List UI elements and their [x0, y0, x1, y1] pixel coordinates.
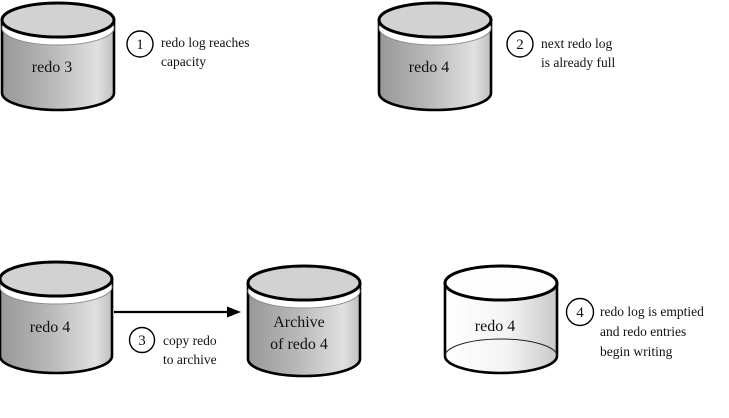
- step-4-number: 4: [576, 305, 584, 321]
- cylinder-redo-4-bottom: redo 4: [0, 260, 114, 375]
- step-1-circle: [126, 30, 154, 58]
- step-3-text-line2: to archive: [163, 352, 217, 367]
- step-4-text-line1: redo log is emptied: [600, 304, 704, 319]
- arrow-head: [227, 306, 241, 318]
- step-4-text-line2: and redo entries: [600, 324, 686, 339]
- cylinder-redo-4-top: redo 4: [377, 1, 493, 112]
- step-2-text-line1: next redo log: [541, 36, 612, 51]
- cylinder-archive-of-redo-4: Archive of redo 4: [246, 264, 362, 378]
- cylinder-redo-3: redo 3: [0, 1, 116, 112]
- step-3-circle: [128, 326, 156, 354]
- cylinder-label-redo-4-top: redo 4: [409, 59, 449, 76]
- cylinder-top: [0, 260, 114, 298]
- step-2-number: 2: [516, 37, 524, 53]
- cylinder-top: [443, 264, 559, 302]
- cylinder-top: [246, 264, 362, 302]
- cylinder-top: [377, 1, 493, 39]
- cylinder-label-redo-3: redo 3: [32, 59, 72, 76]
- cylinder-label-archive-line1: Archive: [273, 314, 325, 331]
- cylinder-redo-4-empty: redo 4: [443, 264, 559, 375]
- step-4-circle: [565, 297, 595, 327]
- step-1-text-line2: capacity: [161, 54, 206, 69]
- cylinder-top: [0, 1, 116, 39]
- step-2-circle: [506, 30, 534, 58]
- step-4-annotation: 4 redo log is emptied and redo entries b…: [565, 297, 704, 359]
- copy-arrow: [114, 306, 241, 318]
- step-1-number: 1: [136, 37, 144, 53]
- step-2-annotation: 2 next redo log is already full: [506, 30, 615, 70]
- step-1-annotation: 1 redo log reaches capacity: [126, 30, 249, 69]
- cylinder-label-redo-4-empty: redo 4: [475, 318, 515, 335]
- cylinder-label-redo-4-bottom: redo 4: [30, 319, 70, 336]
- step-1-text-line1: redo log reaches: [161, 35, 249, 50]
- step-2-text-line2: is already full: [541, 55, 615, 70]
- cylinder-inner-bottom-arc: [444, 338, 558, 357]
- step-3-text-line1: copy redo: [163, 333, 217, 348]
- step-3-number: 3: [138, 333, 146, 349]
- step-3-annotation: 3 copy redo to archive: [128, 326, 217, 367]
- step-4-text-line3: begin writing: [600, 344, 673, 359]
- cylinder-label-archive-line2: of redo 4: [270, 336, 328, 353]
